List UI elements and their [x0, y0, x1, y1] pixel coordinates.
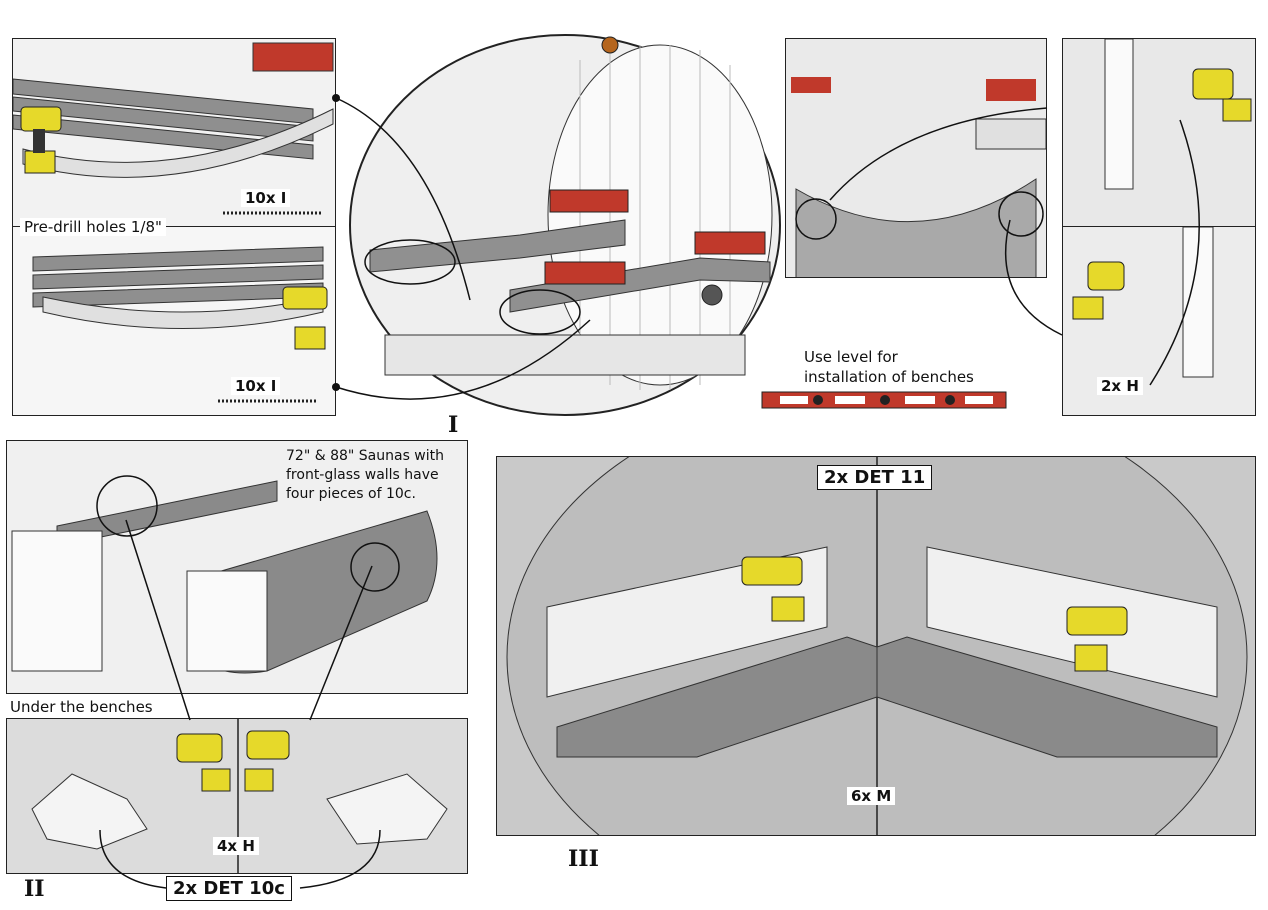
wall-screw-upper-drawing	[1063, 39, 1255, 227]
drill-icon	[20, 106, 62, 174]
qty-under-screws: 4x H	[213, 837, 259, 855]
inset-under-benches: 4x H	[6, 718, 468, 874]
inset-corner-benches: 2x DET 11 6x M	[496, 456, 1256, 836]
bench-screws-upper-drawing	[13, 39, 335, 227]
sauna-note-line3: four pieces of 10c.	[286, 486, 416, 502]
predrill-label: Pre-drill holes 1/8"	[20, 218, 166, 236]
step-one-label: I	[448, 412, 459, 438]
drill-icon	[282, 286, 328, 350]
drill-icon	[1192, 68, 1252, 122]
qty-m-screws: 6x M	[847, 787, 896, 805]
sauna-note-line1: 72" & 88" Saunas with	[286, 448, 445, 464]
use-level-line1: Use level for	[804, 348, 898, 366]
drill-icon	[741, 556, 805, 622]
drill-icon	[1066, 606, 1128, 672]
floor-bench-drawing	[786, 39, 1046, 277]
det-11-callout: 2x DET 11	[817, 465, 933, 490]
inset-right-lower: 2x H	[1062, 226, 1256, 416]
drill-icon	[176, 733, 231, 792]
step-two-label: II	[24, 876, 45, 902]
inset-top-left-lower: 10x I	[12, 226, 336, 416]
wall-screw-lower-drawing	[1063, 227, 1255, 415]
use-level-line2: installation of benches	[804, 368, 974, 386]
qty-lower-screws: 10x I	[231, 377, 281, 395]
under-benches-label: Under the benches	[10, 698, 153, 716]
qty-top-screws: 10x I	[241, 189, 291, 207]
inset-top-right-floor	[785, 38, 1047, 278]
screw-icon	[218, 399, 318, 403]
inset-top-left-upper: 10x I	[12, 38, 336, 228]
det-10c-callout: 2x DET 10c	[166, 876, 292, 901]
drill-icon	[244, 730, 290, 792]
step-three-label: III	[568, 846, 599, 872]
corner-benches-drawing	[497, 457, 1255, 835]
sauna-note-line2: front-glass walls have	[286, 467, 439, 483]
inset-right-upper	[1062, 38, 1256, 228]
bench-screws-lower-drawing	[13, 227, 335, 415]
qty-right-screws: 2x H	[1097, 377, 1143, 395]
drill-icon	[1072, 261, 1125, 320]
screw-icon	[223, 211, 323, 215]
